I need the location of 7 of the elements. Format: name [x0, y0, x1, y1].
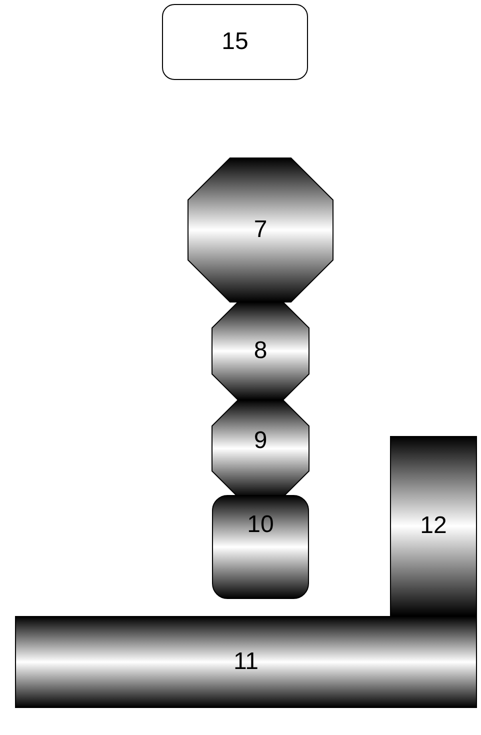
shape-number: 7 — [254, 216, 268, 244]
shape-number: 8 — [254, 337, 268, 365]
shape-number: 12 — [420, 512, 447, 540]
shape-number: 15 — [222, 28, 248, 56]
shape-number: 9 — [254, 426, 268, 454]
shape-number: 11 — [234, 648, 258, 676]
shape-number: 10 — [247, 511, 274, 539]
